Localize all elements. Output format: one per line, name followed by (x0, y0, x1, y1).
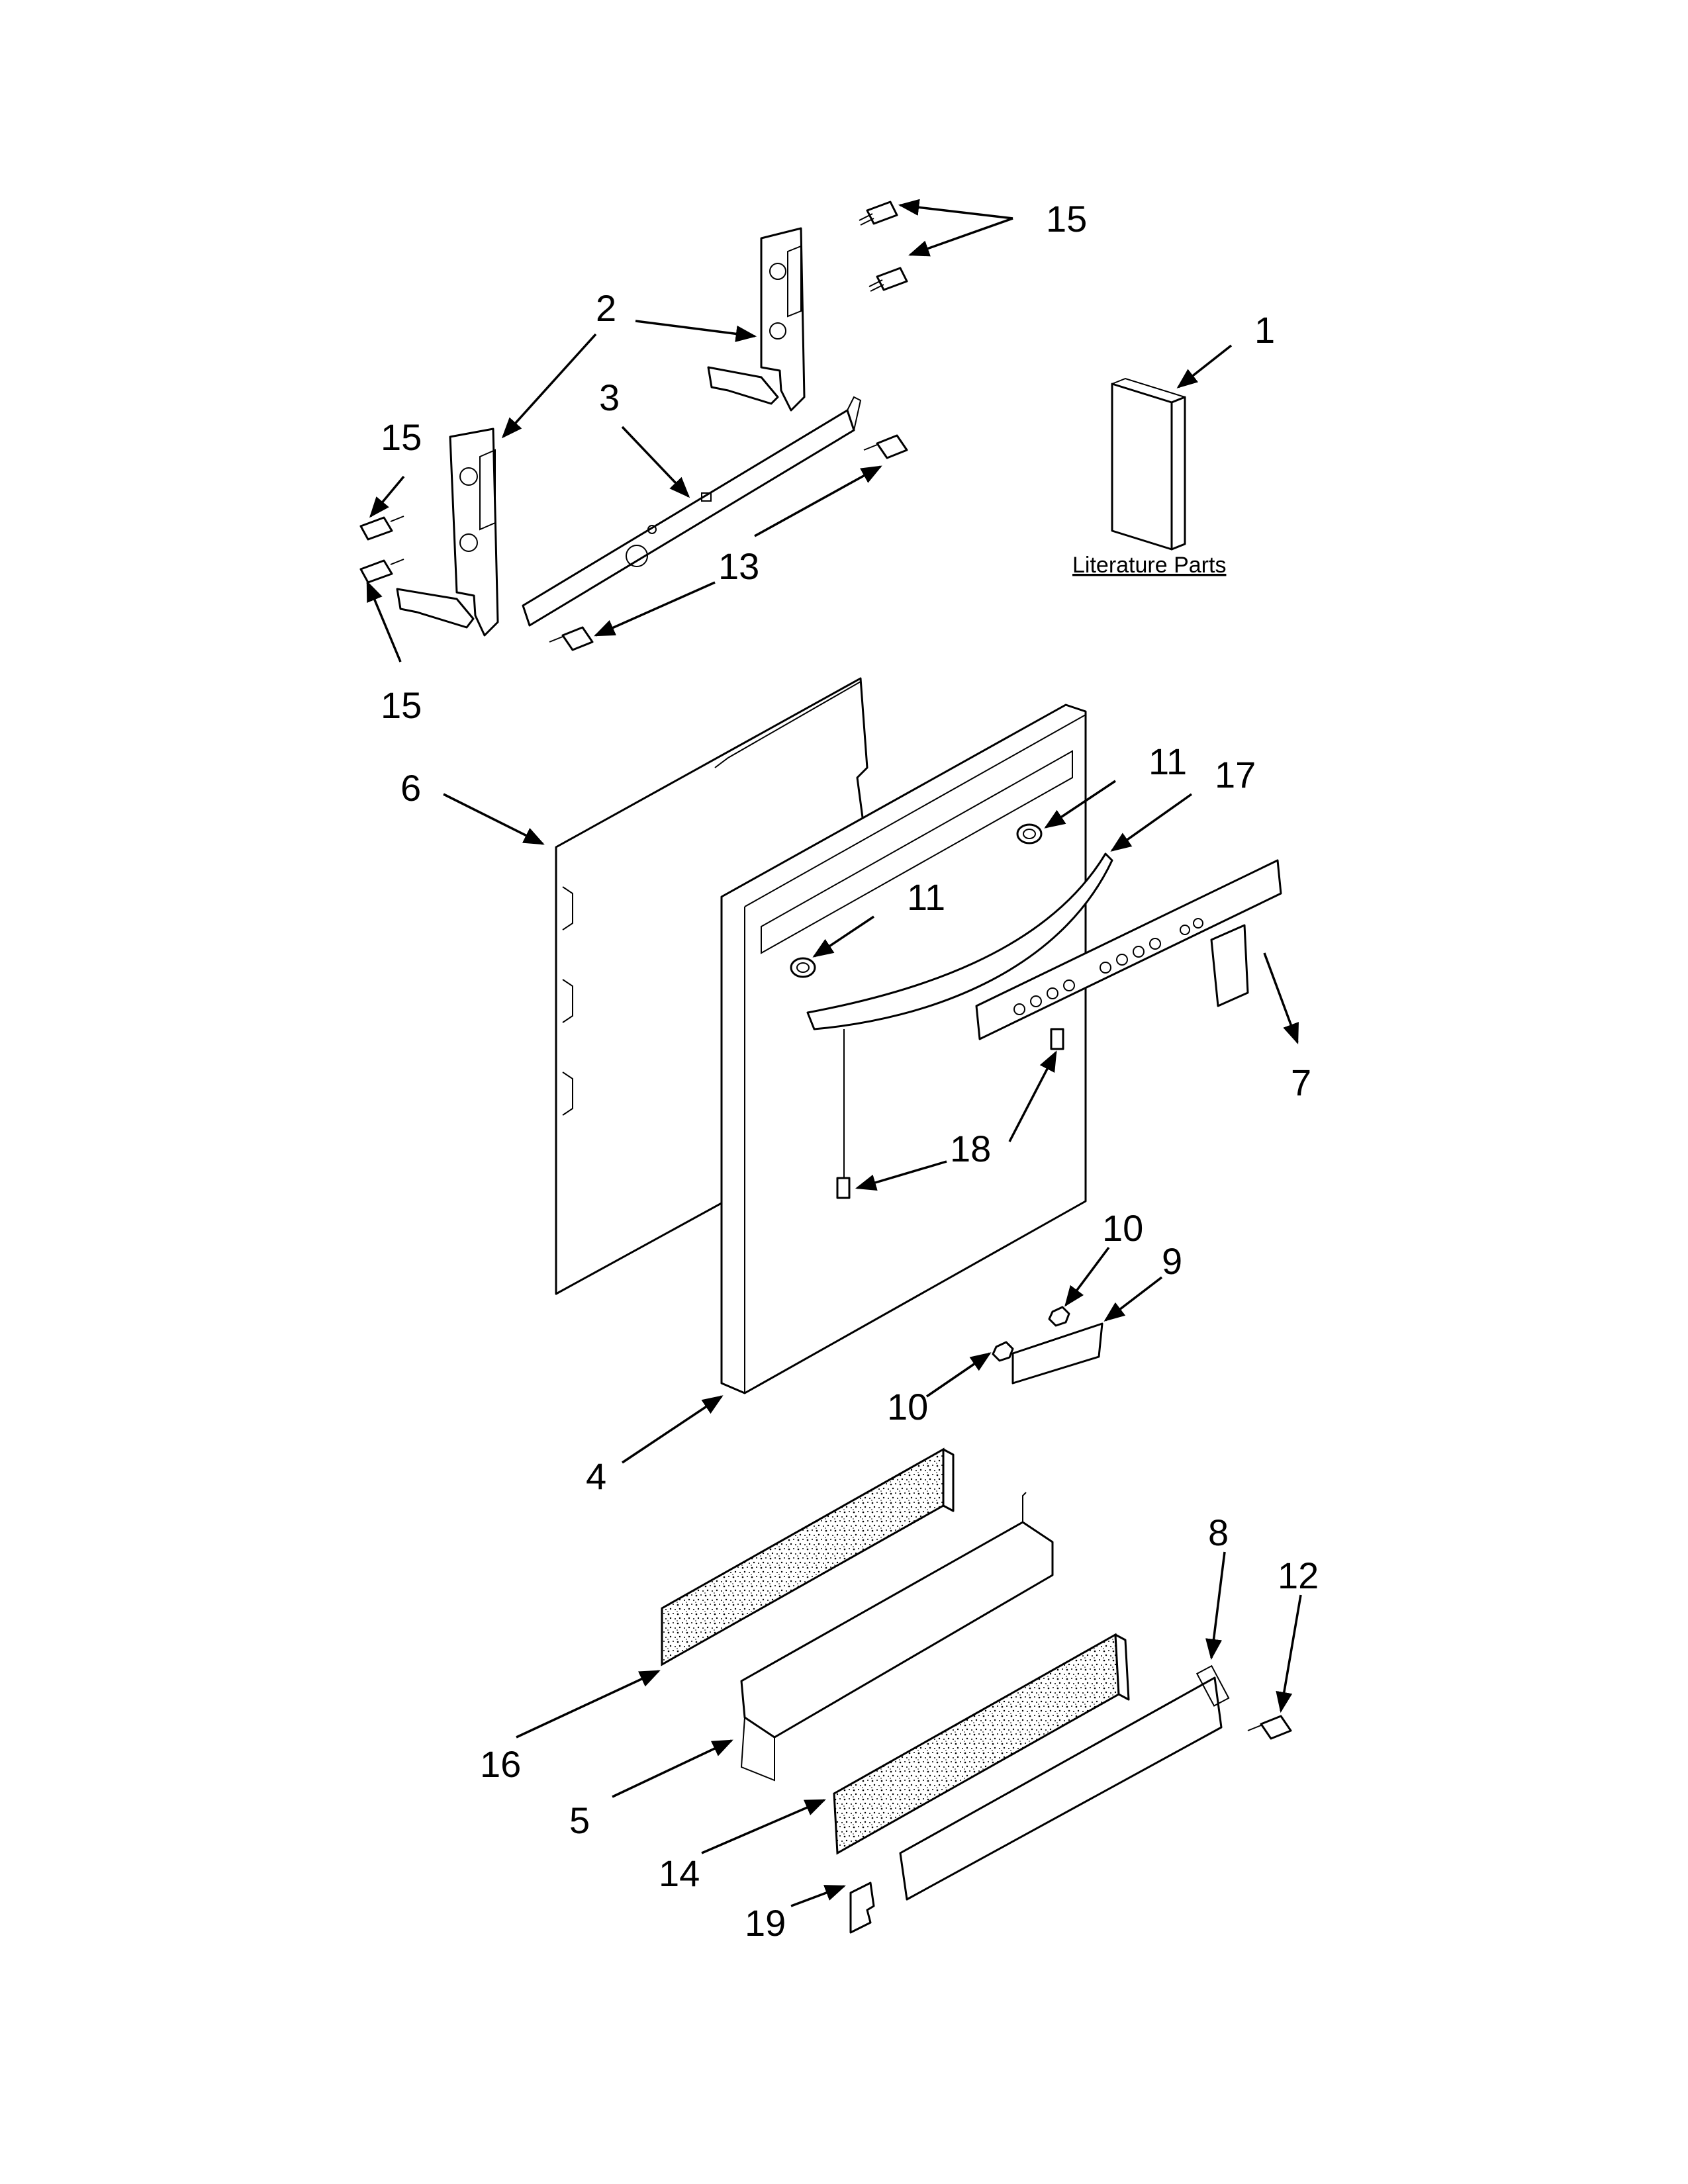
door-latch-cover (1011, 1322, 1103, 1385)
screw-left-1 (359, 516, 404, 541)
callout-17: 17 (1215, 754, 1256, 796)
callout-11-lower: 11 (907, 876, 945, 918)
nut-2 (992, 1341, 1014, 1362)
screw-top-2 (868, 267, 908, 292)
foam-strip-lower (833, 1633, 1130, 1855)
outer-door-panel (720, 704, 1087, 1394)
screw-toe-kick (1247, 1715, 1292, 1740)
callout-10-upper: 10 (1102, 1207, 1143, 1249)
clip (849, 1882, 875, 1934)
callout-3: 3 (599, 377, 620, 418)
callout-15-top: 15 (1046, 198, 1087, 240)
callout-10-lower: 10 (887, 1386, 928, 1428)
callout-15-left-top: 15 (381, 416, 422, 458)
callout-15-left-bottom: 15 (381, 684, 422, 726)
callout-6: 6 (400, 767, 421, 809)
toe-kick-panel (899, 1664, 1230, 1901)
callout-5: 5 (569, 1799, 590, 1841)
screw-left-2 (359, 559, 404, 584)
control-panel (975, 859, 1282, 1040)
screw-bar-right (863, 434, 908, 459)
callout-12: 12 (1278, 1555, 1319, 1596)
callout-2: 2 (596, 287, 616, 329)
screw-bar-left (549, 626, 594, 651)
toe-kick-bracket (740, 1492, 1054, 1782)
callout-16: 16 (480, 1743, 521, 1785)
callout-7: 7 (1291, 1062, 1311, 1103)
callout-11-upper: 11 (1149, 741, 1187, 782)
literature-booklet (1111, 377, 1186, 551)
nut-1 (1048, 1306, 1070, 1327)
callout-8: 8 (1208, 1512, 1229, 1553)
literature-parts-label: Literature Parts (1072, 553, 1226, 578)
callout-4: 4 (586, 1455, 606, 1497)
callout-13: 13 (718, 545, 759, 587)
hinge-bracket-left (396, 428, 499, 637)
callout-18: 18 (950, 1128, 991, 1169)
callout-1: 1 (1254, 309, 1275, 351)
handle-mount-left (790, 957, 816, 978)
foam-strip-upper (661, 1447, 955, 1666)
screw-top-1 (859, 201, 898, 226)
hinge-bracket-right (707, 227, 806, 412)
callout-19: 19 (745, 1902, 786, 1944)
handle-mount-right (1016, 823, 1043, 844)
door-support-bar (522, 396, 862, 627)
door-handle (806, 852, 1113, 1030)
standoff-lower-right (1050, 1028, 1064, 1050)
callout-9: 9 (1162, 1240, 1182, 1282)
callout-14: 14 (659, 1852, 700, 1894)
standoff-lower-left (836, 1177, 851, 1199)
